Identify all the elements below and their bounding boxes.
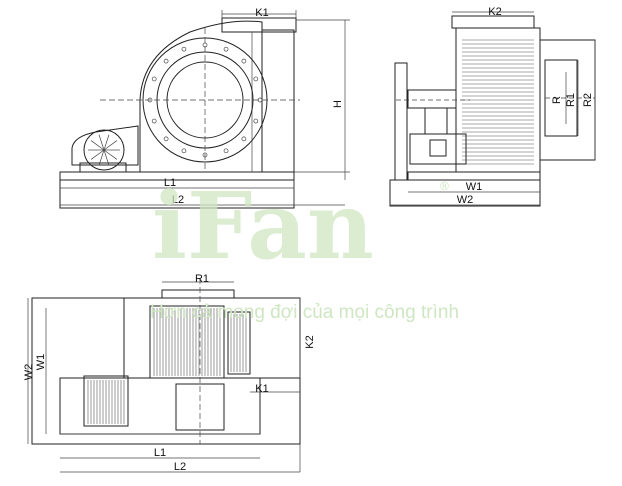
top-bearing-frame [175, 383, 225, 431]
flange-bolt [181, 148, 187, 154]
fan-spoke [90, 149, 105, 160]
flange-bolt [151, 118, 157, 124]
flange-bolt [241, 136, 247, 142]
top-inlet-flange [161, 289, 235, 299]
fan-spoke [103, 140, 118, 151]
side-view: K2 R R1 R2 W1 W2 [389, 6, 596, 207]
side-dim-r1: R1 [565, 93, 577, 107]
fan-spoke [90, 140, 105, 151]
side-base-rail [407, 171, 541, 181]
fan-housing [139, 20, 263, 173]
flange-bolt [253, 118, 259, 124]
side-dim-w2: W2 [457, 194, 474, 206]
flange-bolt [223, 148, 229, 154]
front-dim-l2: L2 [172, 194, 184, 206]
top-dim-k1: K1 [255, 383, 268, 395]
flange-bolt [163, 136, 169, 142]
side-base-outline [389, 179, 541, 207]
flange-bolt [163, 58, 169, 64]
side-bearing-block [407, 89, 457, 109]
fan-spoke [98, 134, 105, 151]
flange-bolt [181, 46, 187, 52]
side-belt-guard [394, 62, 408, 181]
motor-mount [79, 162, 127, 173]
top-dim-k2: K2 [304, 335, 316, 348]
front-dim-l1: L1 [164, 177, 176, 189]
front-dim-h: H [332, 100, 344, 108]
top-impeller [149, 305, 225, 379]
top-cone-hatch [230, 314, 247, 372]
top-dim-l1: L1 [154, 447, 166, 459]
front-motor-body [71, 125, 139, 166]
flange-bolt [223, 46, 229, 52]
flange-bolt [151, 76, 157, 82]
fan-spoke [103, 134, 110, 151]
watermark-logo: iFan [152, 172, 374, 280]
side-dim-r2: R2 [582, 93, 594, 107]
side-motor-bracket [424, 107, 448, 135]
top-motor-body [83, 375, 129, 427]
side-dim-r: R [551, 96, 563, 104]
side-housing-hatch [462, 39, 534, 165]
top-view: R1 K2 K1 W2 W1 L1 L2 [23, 273, 316, 473]
watermark-registered: ® [440, 179, 449, 193]
top-dim-r1: R1 [195, 273, 209, 285]
top-impeller-hatch [153, 308, 221, 376]
outlet-flange [221, 17, 297, 33]
flange-bolts [147, 42, 263, 158]
watermark-tagline: Hơn cả mong đợi của mọi công trình [150, 302, 459, 323]
front-dim-k1: K1 [255, 7, 268, 19]
motor-terminal-box [429, 139, 447, 157]
side-dim-k2: K2 [488, 6, 501, 18]
fan-spoke [103, 149, 118, 160]
motor-fan-spokes [88, 134, 120, 166]
watermark: iFan ® Hơn cả mong đợi của mọi công trìn… [150, 172, 459, 323]
top-motor-hatch [87, 380, 125, 424]
top-dim-l2: L2 [174, 461, 186, 473]
flange-bolt [241, 58, 247, 64]
side-dim-w1: W1 [466, 181, 483, 193]
motor-fan-cover-icon [83, 129, 125, 171]
side-motor-body [409, 133, 467, 165]
top-dim-w1: W1 [35, 354, 47, 371]
top-inlet-cone [227, 311, 251, 375]
flange-bolt [253, 76, 259, 82]
top-dim-w2: W2 [23, 364, 35, 381]
front-view: K1 H L1 L2 [59, 7, 350, 209]
